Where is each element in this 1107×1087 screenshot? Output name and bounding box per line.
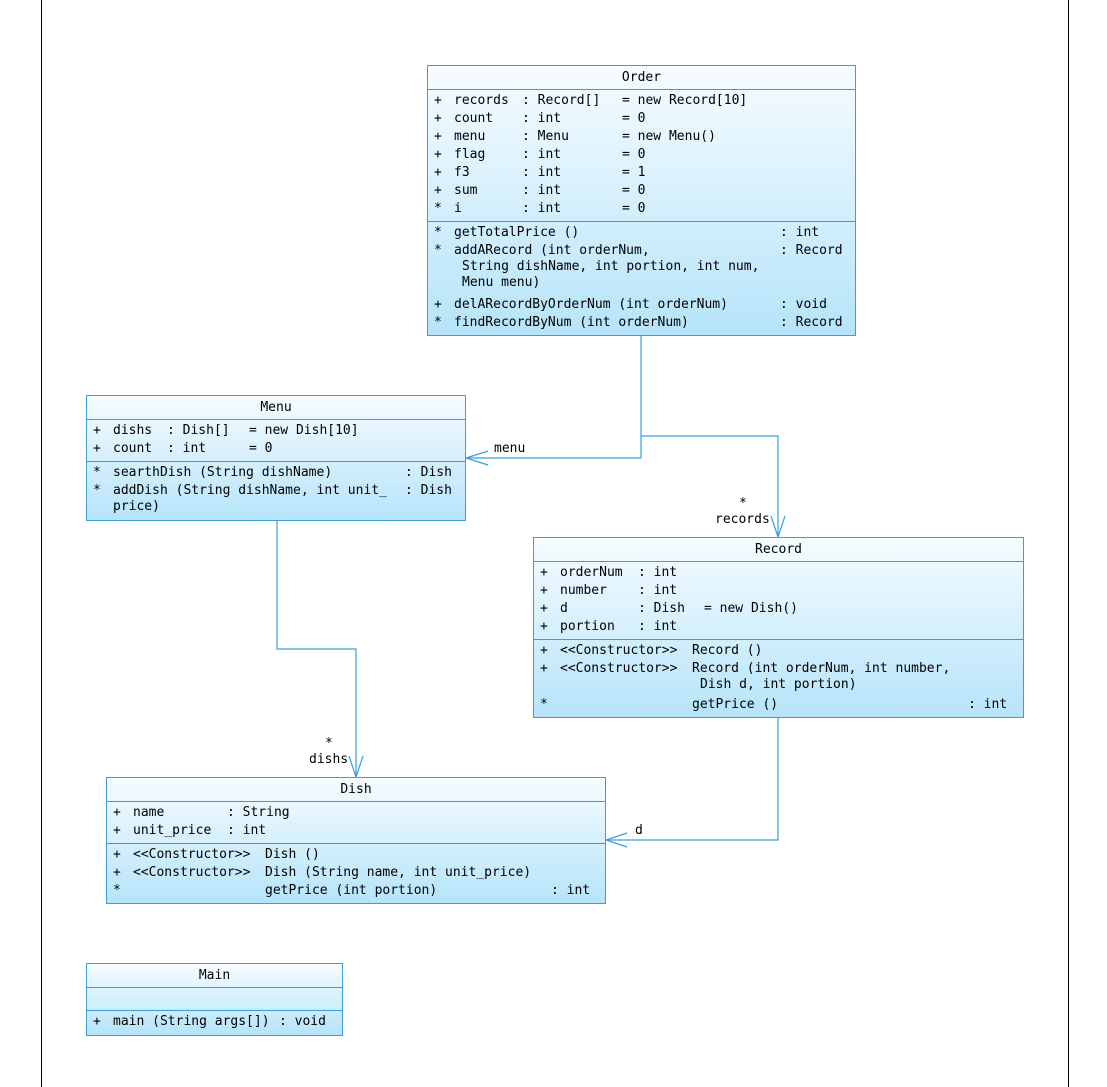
attribute-row: +number: int xyxy=(540,583,678,598)
attribute-compartment: +records: Record[]= new Record[10] +coun… xyxy=(428,90,855,222)
menu-dishs-role-label: dishs xyxy=(309,752,349,767)
operation-row: +<<Constructor>>Record () xyxy=(540,643,763,658)
class-title: Main xyxy=(87,964,342,988)
attribute-row: +count: int= 0 xyxy=(434,111,646,126)
order-menu-arrowhead xyxy=(464,450,489,466)
operation-row: +<<Constructor>>Dish (String name, int u… xyxy=(113,865,532,880)
class-title: Dish xyxy=(107,778,605,802)
class-menu[interactable]: Menu +dishs: Dish[]= new Dish[10] +count… xyxy=(86,395,466,521)
operation-compartment: +<<Constructor>>Record () +<<Constructor… xyxy=(534,640,1023,717)
operation-row: *addDish (String dishName, int unit_pric… xyxy=(93,483,452,514)
order-record-association xyxy=(641,435,779,537)
right-frame-line xyxy=(1068,0,1069,1087)
operation-row: *findRecordByNum (int orderNum): Record xyxy=(434,315,843,330)
operation-row: *getPrice (int portion): int xyxy=(113,883,591,898)
left-frame-line xyxy=(41,0,42,1087)
attribute-row: *i: int= 0 xyxy=(434,201,646,216)
operation-row: +<<Constructor>>Record (int orderNum, in… xyxy=(540,661,951,692)
operation-compartment: *searthDish (String dishName): Dish *add… xyxy=(87,462,465,521)
order-records-multiplicity: * xyxy=(739,496,747,511)
operation-row: +main (String args[]): void xyxy=(93,1014,326,1029)
order-menu-association xyxy=(466,335,642,459)
operation-row: +delARecordByOrderNum (int orderNum): vo… xyxy=(434,297,827,312)
record-d-role-label: d xyxy=(635,823,643,838)
attribute-compartment: +orderNum: int +number: int +d: Dish= ne… xyxy=(534,562,1023,640)
operation-row: *getTotalPrice (): int xyxy=(434,225,820,240)
order-records-role-label: records xyxy=(715,512,770,527)
attribute-compartment: +dishs: Dish[]= new Dish[10] +count: int… xyxy=(87,420,465,462)
record-dish-arrowhead xyxy=(604,832,628,848)
operation-row: *getPrice (): int xyxy=(540,697,1008,712)
menu-dish-association xyxy=(276,521,357,777)
class-title: Order xyxy=(428,66,855,90)
operation-row: +<<Constructor>>Dish () xyxy=(113,847,320,862)
attribute-row: +count: int= 0 xyxy=(93,441,273,456)
attribute-row: +portion: int xyxy=(540,619,678,634)
attribute-row: +f3: int= 1 xyxy=(434,165,646,180)
operation-row: *searthDish (String dishName): Dish xyxy=(93,465,452,480)
operation-row: *addARecord (int orderNum,String dishNam… xyxy=(434,243,843,290)
attribute-row: +orderNum: int xyxy=(540,565,678,580)
attribute-row: +dishs: Dish[]= new Dish[10] xyxy=(93,423,359,438)
attribute-compartment: +name: String +unit_price: int xyxy=(107,802,605,844)
menu-dishs-multiplicity: * xyxy=(325,736,333,751)
attribute-row: +unit_price: int xyxy=(113,823,267,838)
attribute-row: +flag: int= 0 xyxy=(434,147,646,162)
attribute-row: +records: Record[]= new Record[10] xyxy=(434,93,748,108)
attribute-compartment xyxy=(87,988,342,1011)
class-record[interactable]: Record +orderNum: int +number: int +d: D… xyxy=(533,537,1024,718)
operation-compartment: +<<Constructor>>Dish () +<<Constructor>>… xyxy=(107,844,605,903)
class-dish[interactable]: Dish +name: String +unit_price: int +<<C… xyxy=(106,777,606,904)
class-order[interactable]: Order +records: Record[]= new Record[10]… xyxy=(427,65,856,336)
attribute-row: +menu: Menu= new Menu() xyxy=(434,129,716,144)
record-dish-association xyxy=(606,718,779,841)
operation-compartment: *getTotalPrice (): int *addARecord (int … xyxy=(428,222,855,335)
attribute-row: +sum: int= 0 xyxy=(434,183,646,198)
class-main[interactable]: Main +main (String args[]): void xyxy=(86,963,343,1036)
class-title: Menu xyxy=(87,396,465,420)
operation-compartment: +main (String args[]): void xyxy=(87,1011,342,1034)
attribute-row: +d: Dish= new Dish() xyxy=(540,601,798,616)
order-menu-role-label: menu xyxy=(494,441,526,456)
class-title: Record xyxy=(534,538,1023,562)
attribute-row: +name: String xyxy=(113,805,290,820)
